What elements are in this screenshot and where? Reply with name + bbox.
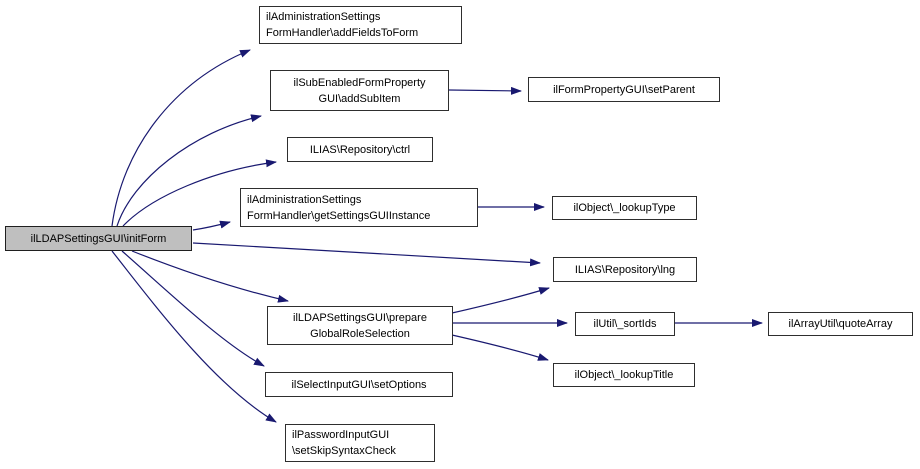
node-ctrl[interactable]: ILIAS\Repository\ctrl	[287, 137, 433, 162]
node-set-parent[interactable]: ilFormPropertyGUI\setParent	[528, 77, 720, 102]
node-add-sub-item[interactable]: ilSubEnabledFormProperty GUI\addSubItem	[270, 70, 449, 111]
node-label-line: ilPasswordInputGUI	[292, 429, 390, 441]
node-label-line: ilUtil\_sortIds	[593, 318, 657, 330]
node-label-line: ilObject\_lookupType	[573, 202, 676, 214]
node-label-line: ilSelectInputGUI\setOptions	[291, 378, 427, 391]
node-set-skip-syntax-check[interactable]: ilPasswordInputGUI \setSkipSyntaxCheck	[285, 424, 435, 462]
edge-add-sub-item-to-set-parent	[448, 86, 522, 95]
node-label-line: ILIAS\Repository\lng	[574, 263, 676, 276]
node-label-line: ilAdministrationSettings	[247, 193, 362, 206]
node-label-line: FormHandler\getSettingsGUIInstance	[247, 209, 431, 222]
node-label-line: ilFormPropertyGUI\setParent	[553, 83, 695, 96]
node-init-form: ilLDAPSettingsGUI\initForm	[5, 226, 192, 251]
edge-init-form-to-prepare-global-role-selection	[131, 250, 289, 303]
node-sort-ids[interactable]: ilUtil\_sortIds	[575, 312, 675, 336]
edge-init-form-to-add-sub-item	[116, 114, 262, 227]
edge-init-form-to-ctrl	[122, 159, 277, 227]
node-label-line: \setSkipSyntaxCheck	[292, 445, 396, 457]
node-label-line: GUI\addSubItem	[318, 92, 401, 105]
edge-prepare-global-role-selection-to-lookup-title	[451, 334, 549, 361]
node-label-line: ilObject\_lookupTitle	[574, 369, 674, 381]
node-set-options[interactable]: ilSelectInputGUI\setOptions	[265, 372, 453, 397]
node-lng[interactable]: ILIAS\Repository\lng	[553, 257, 697, 282]
node-label-line: GlobalRoleSelection	[310, 327, 410, 340]
edge-init-form-to-set-options	[121, 250, 265, 367]
node-get-settings-gui-instance[interactable]: ilAdministrationSettings FormHandler\get…	[240, 188, 478, 227]
edge-prepare-global-role-selection-to-lng	[451, 287, 550, 314]
node-label-line: ILIAS\Repository\ctrl	[309, 143, 411, 156]
node-label-line: ilArrayUtil\quoteArray	[788, 318, 893, 330]
node-quote-array[interactable]: ilArrayUtil\quoteArray	[768, 312, 913, 336]
node-label-line: ilAdministrationSettings	[266, 11, 381, 23]
node-lookup-type[interactable]: ilObject\_lookupType	[552, 196, 697, 220]
edge-init-form-to-set-skip-syntax-check	[111, 250, 277, 423]
node-label-line: ilLDAPSettingsGUI\prepare	[293, 311, 427, 324]
edge-init-form-to-lng	[192, 242, 541, 267]
edge-init-form-to-get-settings-gui-instance	[192, 220, 231, 231]
node-label-line: ilLDAPSettingsGUI\initForm	[30, 232, 167, 245]
edge-init-form-to-add-fields-to-form	[111, 49, 251, 227]
node-label-line: FormHandler\addFieldsToForm	[266, 27, 419, 39]
node-add-fields-to-form[interactable]: ilAdministrationSettings FormHandler\add…	[259, 6, 462, 44]
node-prepare-global-role-selection[interactable]: ilLDAPSettingsGUI\prepare GlobalRoleSele…	[267, 306, 453, 345]
node-label-line: ilSubEnabledFormProperty	[293, 76, 426, 89]
node-lookup-title[interactable]: ilObject\_lookupTitle	[553, 363, 695, 387]
